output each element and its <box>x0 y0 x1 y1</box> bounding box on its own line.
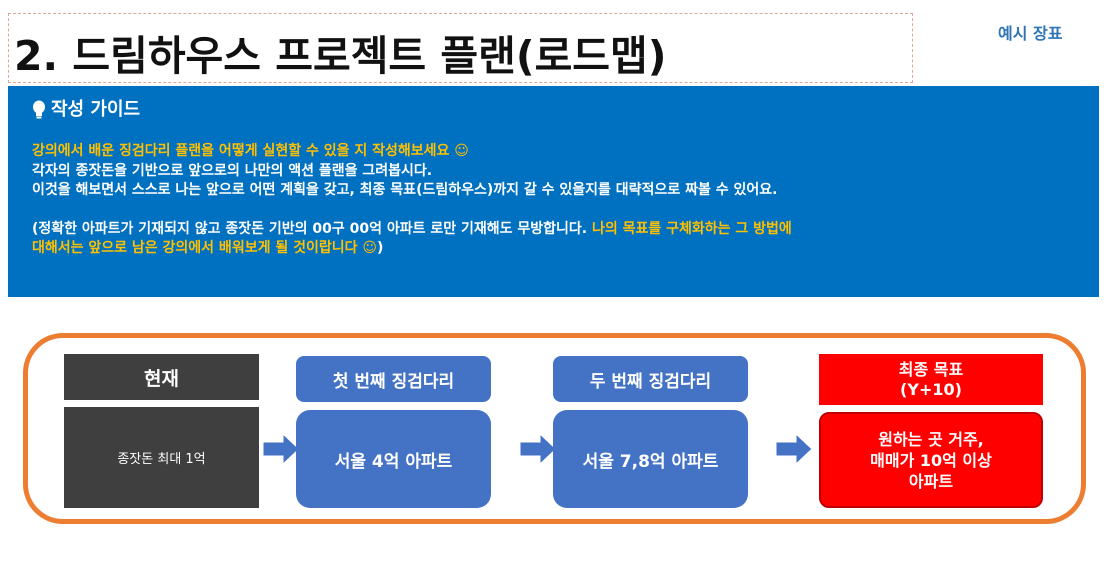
step2-label: 두 번째 징검다리 <box>553 356 748 402</box>
guide-heading: 작성 가이드 <box>32 100 1099 120</box>
guide-panel: 작성 가이드 강의에서 배운 징검다리 플랜을 어떻게 실현할 수 있을 지 작… <box>8 86 1099 297</box>
step1-label: 첫 번째 징검다리 <box>296 356 491 402</box>
current-value: 종잣돈 최대 1억 <box>64 407 259 508</box>
step2-value: 서울 7,8억 아파트 <box>553 410 748 508</box>
guide-note-2: 대해서는 앞으로 남은 강의에서 배워보게 될 것이랍니다 ☺) <box>32 239 1099 259</box>
arrow-right-icon <box>263 434 299 464</box>
goal-value-line2: 매매가 10억 이상 <box>870 450 992 470</box>
step1-value: 서울 4억 아파트 <box>296 410 491 508</box>
guide-line-1: 강의에서 배운 징검다리 플랜을 어떻게 실현할 수 있을 지 작성해보세요 ☺ <box>32 143 469 159</box>
guide-note-white: (정확한 아파트가 기재되지 않고 종잣돈 기반의 00구 00억 아파트 로만… <box>32 220 588 237</box>
title-box <box>8 13 913 83</box>
arrow-right-icon <box>520 434 556 464</box>
guide-note-1: (정확한 아파트가 기재되지 않고 종잣돈 기반의 00구 00억 아파트 로만… <box>32 220 1099 240</box>
goal-label: 최종 목표 (Y+10) <box>819 354 1043 405</box>
guide-note-yellow: 나의 목표를 구체화하는 그 방법에 <box>587 220 792 237</box>
guide-line-3: 이것을 해보면서 스스로 나는 앞으로 어떤 계획을 갖고, 최종 목표(드림하… <box>32 182 778 198</box>
goal-value-line3: 아파트 <box>908 471 954 491</box>
arrow-right-icon <box>776 434 812 464</box>
guide-note-close: ) <box>376 240 384 256</box>
guide-note-yellow-2: 대해서는 앞으로 남은 강의에서 배워보게 될 것이랍니다 ☺ <box>32 240 377 256</box>
goal-value-line1: 원하는 곳 거주, <box>878 429 984 449</box>
current-label: 현재 <box>64 354 259 400</box>
guide-heading-text: 작성 가이드 <box>51 99 141 121</box>
goal-value: 원하는 곳 거주, 매매가 10억 이상 아파트 <box>819 412 1043 508</box>
sample-badge: 예시 장표 <box>998 24 1063 43</box>
page-title: 2. 드림하우스 프로젝트 플랜(로드맵) <box>14 32 667 80</box>
guide-line-2: 각자의 종잣돈을 기반으로 앞으로의 나만의 액션 플랜을 그려봅시다. <box>32 162 433 179</box>
roadmap-frame <box>23 333 1086 524</box>
lightbulb-icon <box>32 100 48 120</box>
goal-label-line2: (Y+10) <box>900 379 962 399</box>
goal-label-line1: 최종 목표 <box>898 359 964 379</box>
